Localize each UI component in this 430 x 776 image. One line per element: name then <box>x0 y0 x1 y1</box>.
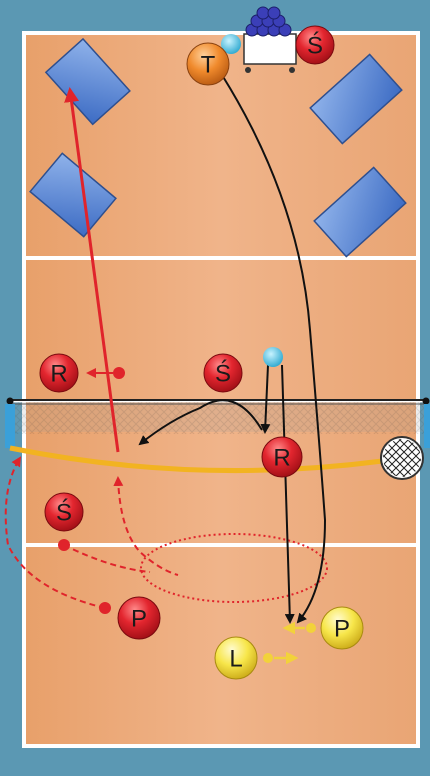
black-arrow-set <box>138 399 263 446</box>
red-marker-dot-1 <box>58 539 70 551</box>
red-marker-dot-3 <box>113 367 125 379</box>
player-setter-s-top: Ś <box>295 25 335 65</box>
player-r-left: R <box>39 353 79 393</box>
player-l-yellow: L <box>214 636 258 680</box>
player-setter-s-back: Ś <box>44 492 84 532</box>
antenna-right <box>424 404 430 448</box>
red-marker-dot-2 <box>99 602 111 614</box>
player-label: L <box>229 646 242 673</box>
player-p-red: P <box>117 596 161 640</box>
target-zone-ellipse <box>140 533 328 603</box>
ball-icon-coach <box>221 34 241 54</box>
player-setter-s-net: Ś <box>203 353 243 393</box>
player-p-yellow: P <box>320 606 364 650</box>
player-r-center: R <box>261 436 303 478</box>
player-coach-t: T <box>186 42 230 86</box>
player-label: T <box>201 52 216 79</box>
antenna-ball-icon <box>380 436 424 480</box>
attack-line-arc <box>9 445 391 474</box>
player-label: P <box>334 616 350 643</box>
ball-pile-icon <box>245 6 292 37</box>
black-arrow-coach-to-p <box>221 74 327 624</box>
black-arrow-ball-down <box>260 364 271 434</box>
mat-mid-right <box>313 166 407 258</box>
court-boundary <box>22 31 420 748</box>
red-solid-arrow <box>64 87 120 453</box>
player-label: Ś <box>307 32 323 60</box>
player-label: Ś <box>215 360 231 388</box>
antenna-left <box>5 404 15 448</box>
player-label: P <box>131 606 147 633</box>
black-arrow-r-to-p <box>281 364 295 624</box>
mat-top-right <box>309 53 403 145</box>
red-dashed-arrow-3 <box>4 456 106 609</box>
yellow-marker-dot-1 <box>306 623 316 633</box>
net <box>5 397 430 448</box>
red-dashed-arrow-2 <box>63 544 151 573</box>
player-label: R <box>273 445 290 472</box>
ball-icon-net <box>263 347 283 367</box>
ball-cart <box>243 6 297 73</box>
mat-mid-left <box>29 152 117 238</box>
red-dashed-arrow-1 <box>113 476 179 576</box>
player-label: R <box>50 361 67 388</box>
player-label: Ś <box>56 499 72 527</box>
yellow-marker-dot-2 <box>263 653 273 663</box>
